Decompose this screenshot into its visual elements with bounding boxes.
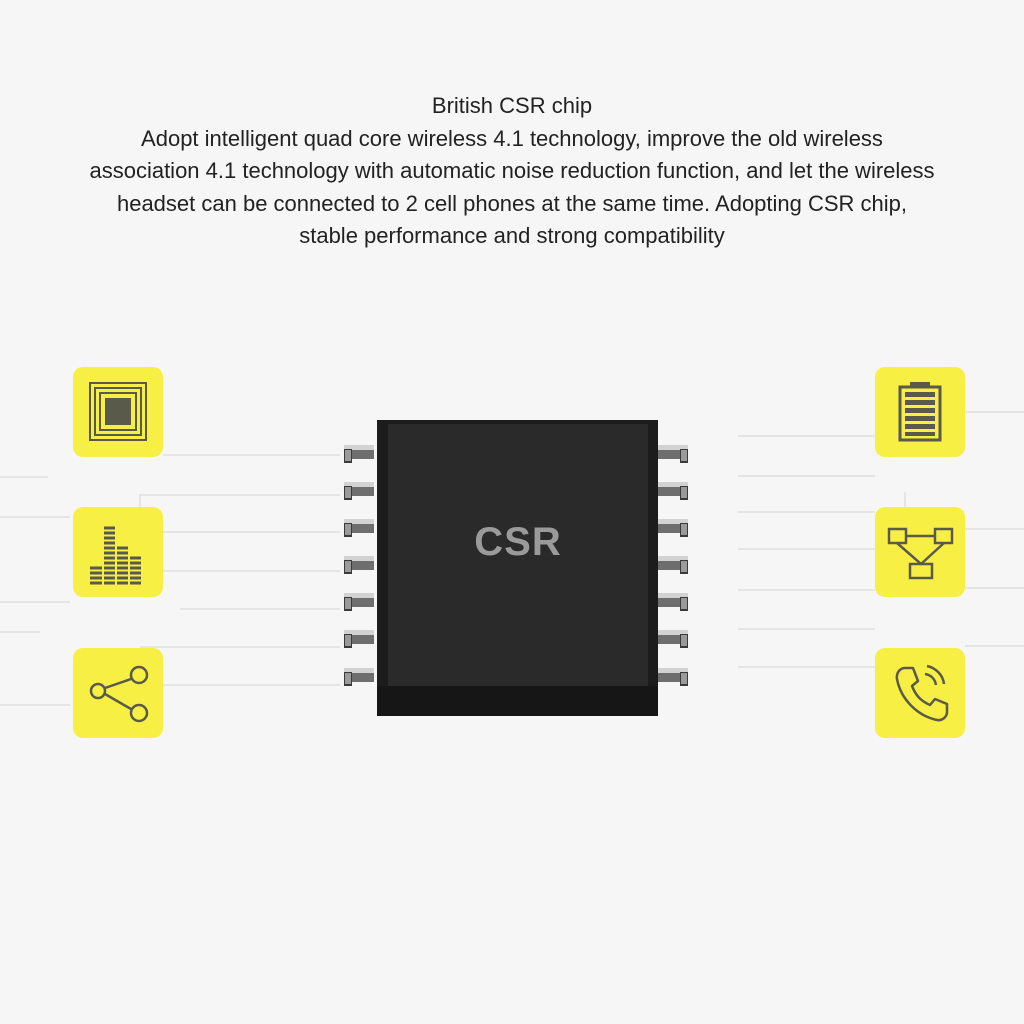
heading-title: British CSR chip [431,93,593,118]
processor-tile [73,367,163,457]
battery-icon [898,382,942,442]
flowchart-icon [887,527,954,580]
heading: British CSR chip Adopt intelligent quad … [0,90,1024,253]
phone-call-icon [895,664,949,722]
heading-line-2: association 4.1 technology with automati… [89,158,935,183]
chip-label: CSR [474,520,562,564]
heading-line-4: stable performance and strong compatibil… [299,223,725,248]
equalizer-tile [73,507,163,597]
battery-tile [875,367,965,457]
processor-icon [89,382,147,441]
right-pins [658,445,688,686]
share-icon [89,665,149,723]
left-pins [344,445,374,686]
equalizer-icon [90,526,141,585]
share-tile [73,648,163,738]
phone-call-tile [875,648,965,738]
flowchart-tile [875,507,965,597]
csr-chip [344,420,688,716]
heading-line-1: Adopt intelligent quad core wireless 4.1… [141,125,883,151]
heading-line-3: headset can be connected to 2 cell phone… [116,190,908,216]
